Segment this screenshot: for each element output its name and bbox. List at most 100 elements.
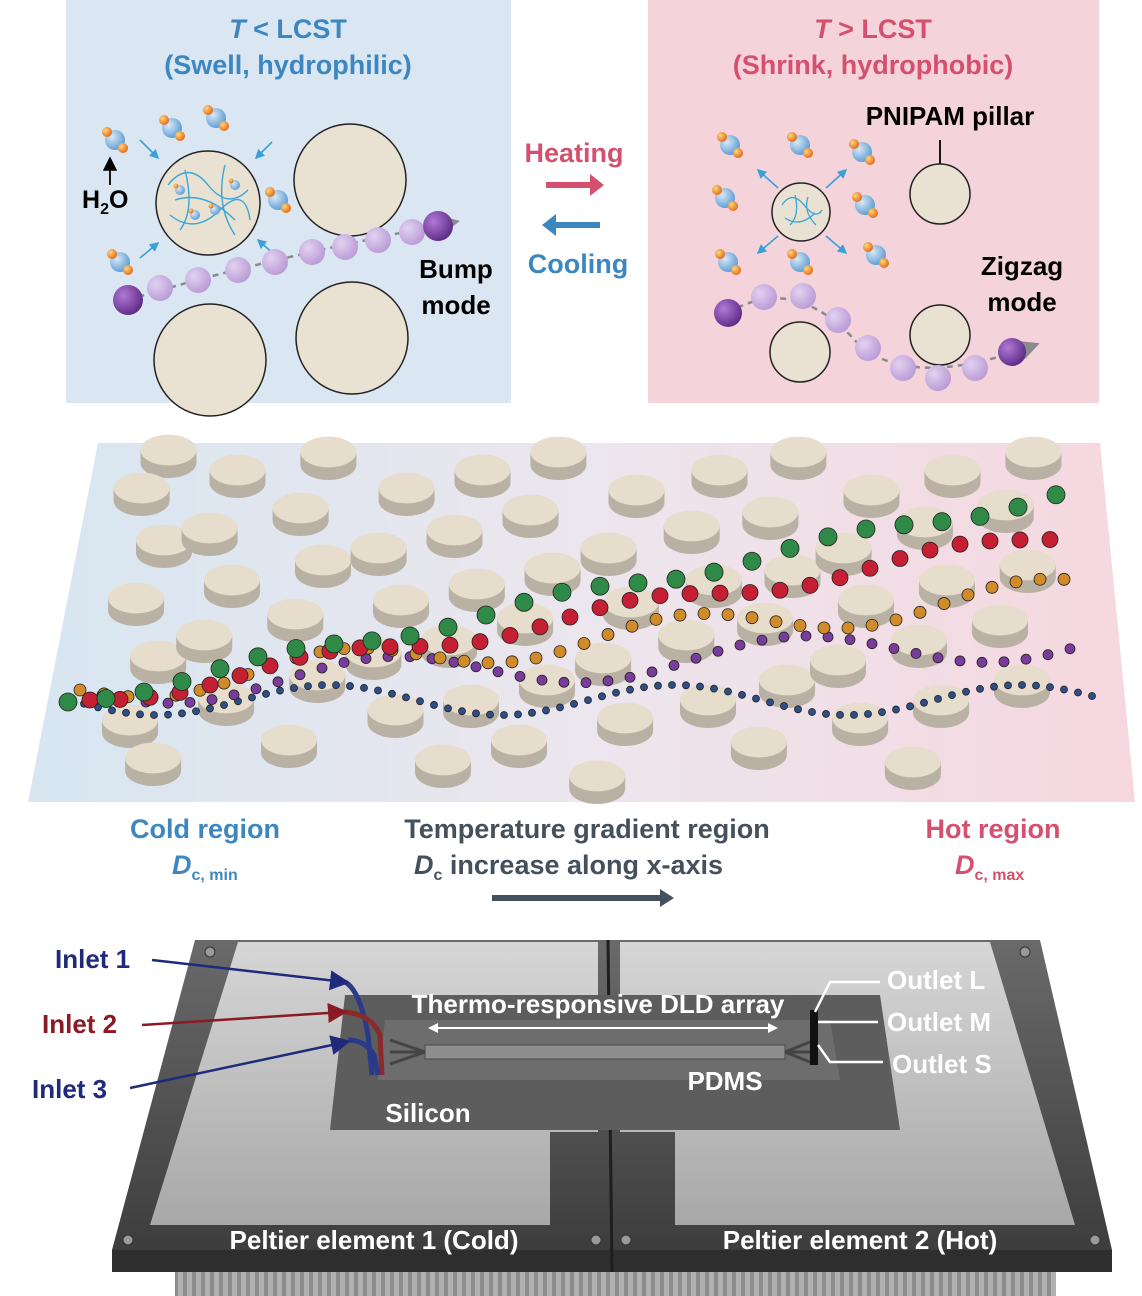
- large-particle-green: [172, 672, 192, 691]
- particle-ghost: [332, 234, 358, 260]
- tiny-particle: [738, 690, 746, 699]
- pillar: [293, 123, 407, 237]
- array-pillar: [770, 436, 827, 480]
- array-pillar: [367, 694, 424, 738]
- tiny-particle: [710, 684, 718, 693]
- array-pillar: [924, 454, 981, 498]
- small-particle: [932, 652, 944, 664]
- large-particle-red: [201, 676, 219, 694]
- tiny-particle: [850, 710, 858, 719]
- particle-ghost: [147, 275, 173, 301]
- water-molecule: [102, 127, 128, 153]
- array-pillar: [373, 584, 430, 628]
- tiny-particle: [206, 704, 214, 713]
- particle-ghost: [790, 283, 816, 309]
- water-molecule: [173, 183, 185, 195]
- tiny-particle: [402, 693, 410, 702]
- water-molecule: [107, 249, 133, 275]
- small-particle: [668, 659, 680, 671]
- bump-mode-label-line1: Bump: [419, 254, 493, 284]
- small-particle: [580, 677, 592, 689]
- large-particle-red: [231, 667, 249, 685]
- medium-particle: [1033, 572, 1047, 586]
- small-particle: [448, 656, 460, 668]
- large-particle-green: [438, 617, 458, 637]
- array-pillar: [272, 492, 329, 536]
- water-molecule: [849, 139, 875, 165]
- small-particle: [976, 656, 988, 668]
- large-particle-green: [932, 512, 952, 532]
- small-particle: [734, 639, 746, 651]
- large-particle-red: [801, 576, 819, 594]
- medium-particle: [649, 613, 663, 626]
- large-particle-green: [742, 551, 762, 571]
- small-particle: [602, 675, 614, 687]
- tiny-particle: [150, 711, 158, 719]
- tiny-particle: [724, 687, 732, 696]
- water-molecule: [188, 208, 200, 220]
- inlet3-label: Inlet 3: [32, 1074, 107, 1104]
- tiny-particle: [920, 698, 928, 707]
- region-labels: Cold region Dc, min Temperature gradient…: [130, 814, 1061, 907]
- tiny-particle: [1046, 683, 1054, 692]
- outlet-m-label: Outlet M: [887, 1007, 991, 1037]
- water-molecules: [712, 132, 889, 275]
- array-pillar: [999, 549, 1056, 593]
- particle-ghost: [262, 249, 288, 275]
- tiny-particle: [1074, 688, 1082, 697]
- large-particle-red: [681, 585, 699, 603]
- shrunk-pillar: [909, 163, 971, 225]
- tiny-particle: [584, 696, 592, 704]
- medium-particle: [577, 637, 591, 650]
- particle-ghost: [825, 307, 851, 333]
- tiny-particle: [318, 681, 326, 690]
- tiny-particle: [122, 708, 130, 717]
- particle-ghost: [365, 227, 391, 253]
- water-efflux-arrows: [756, 168, 848, 255]
- array-pillar: [502, 494, 559, 538]
- array-pillar: [569, 760, 626, 804]
- array-pillar: [575, 642, 632, 686]
- tiny-particle: [220, 701, 228, 709]
- large-particle-red: [501, 627, 519, 644]
- small-particle: [800, 630, 812, 642]
- small-particle: [1064, 643, 1076, 655]
- particle-end: [998, 338, 1026, 366]
- device-setup: Inlet 1 Inlet 2 Inlet 3 Thermo-responsiv…: [32, 939, 1112, 1296]
- medium-particle: [769, 615, 783, 629]
- array-pillar: [261, 724, 318, 768]
- particle-start: [113, 285, 143, 315]
- tiny-particle: [514, 710, 522, 719]
- shrunk-pillar: [769, 321, 831, 383]
- medium-particle: [625, 619, 639, 633]
- shrunk-pnipam-pillar: [771, 182, 831, 242]
- large-particle-red: [531, 618, 549, 636]
- pnipam-pillar-label: PNIPAM pillar: [866, 101, 1035, 131]
- water-molecule: [203, 105, 229, 131]
- small-particle: [712, 645, 724, 657]
- array-pillar: [491, 724, 547, 768]
- medium-particle: [817, 621, 831, 635]
- small-particle: [162, 697, 174, 709]
- water-molecule: [712, 185, 738, 211]
- large-particle-green: [210, 659, 230, 679]
- large-particle-red: [381, 638, 399, 656]
- small-particle: [1020, 653, 1032, 665]
- peltier-2-label: Peltier element 2 (Hot): [723, 1225, 998, 1255]
- outlet-l-label: Outlet L: [887, 965, 985, 995]
- array-pillar: [580, 532, 637, 576]
- hot-panel-title: T > LCST: [814, 14, 932, 44]
- tiny-particle: [640, 683, 648, 692]
- array-pillar: [658, 619, 715, 663]
- inlet2-label: Inlet 2: [42, 1009, 117, 1039]
- x-axis-arrow: [492, 889, 674, 907]
- cooling-arrow: [542, 214, 600, 236]
- tiny-particle: [542, 706, 550, 715]
- array-pillar: [125, 742, 182, 786]
- array-pillar: [691, 454, 748, 498]
- tiny-particle: [472, 709, 480, 718]
- particle-ghost: [225, 257, 251, 283]
- array-pillar: [884, 746, 941, 790]
- small-particle: [492, 666, 504, 678]
- large-particle-green: [96, 689, 116, 708]
